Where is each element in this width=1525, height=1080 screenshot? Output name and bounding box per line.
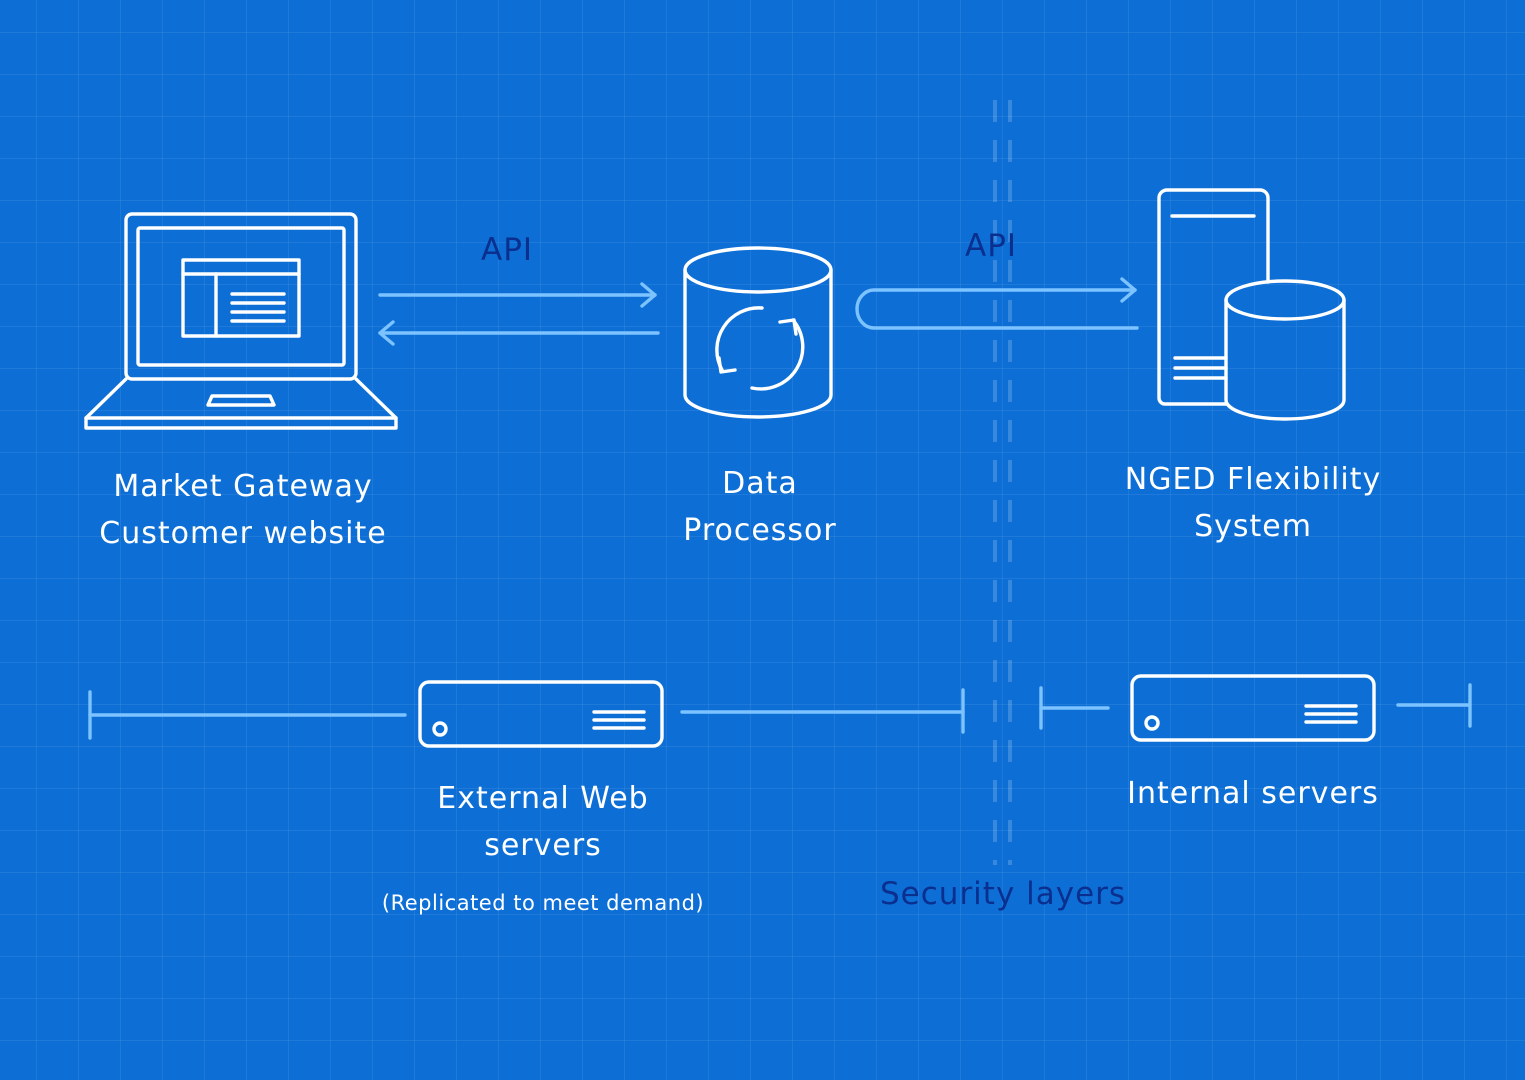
internal-server-icon <box>1130 674 1376 742</box>
processor-label-line1: Data <box>722 466 798 501</box>
external-server-label: External Web servers <box>400 776 686 869</box>
refresh-icon <box>715 306 805 391</box>
security-layers-label: Security layers <box>880 876 1127 912</box>
nged-label-line1: NGED Flexibility <box>1124 462 1382 497</box>
laptop-label-line2: Customer website <box>99 515 387 551</box>
processor-label: Data Processor <box>660 461 860 554</box>
api-label-right: API <box>965 228 1018 264</box>
laptop-label: Market Gateway Customer website <box>98 464 388 557</box>
external-range-line <box>88 688 965 740</box>
security-divider <box>993 100 1012 865</box>
server-tower-icon <box>1157 188 1270 406</box>
nged-database-icon <box>1224 279 1346 421</box>
api-arrow-right <box>855 277 1139 330</box>
external-server-label-line2: servers <box>484 827 602 863</box>
laptop-icon <box>84 212 398 430</box>
nged-label: NGED Flexibility System <box>1108 457 1398 550</box>
external-server-icon <box>418 680 664 748</box>
processor-label-line2: Processor <box>683 512 837 548</box>
internal-range-line <box>1039 683 1472 730</box>
nged-label-line2: System <box>1194 508 1312 544</box>
api-label-left: API <box>481 232 534 268</box>
laptop-label-line1: Market Gateway <box>113 469 373 504</box>
external-server-note: (Replicated to meet demand) <box>381 891 705 915</box>
external-server-label-line1: External Web <box>437 781 649 816</box>
internal-server-label: Internal servers <box>1127 776 1379 811</box>
database-cylinder-icon <box>683 246 833 419</box>
api-arrows-left <box>378 282 660 346</box>
